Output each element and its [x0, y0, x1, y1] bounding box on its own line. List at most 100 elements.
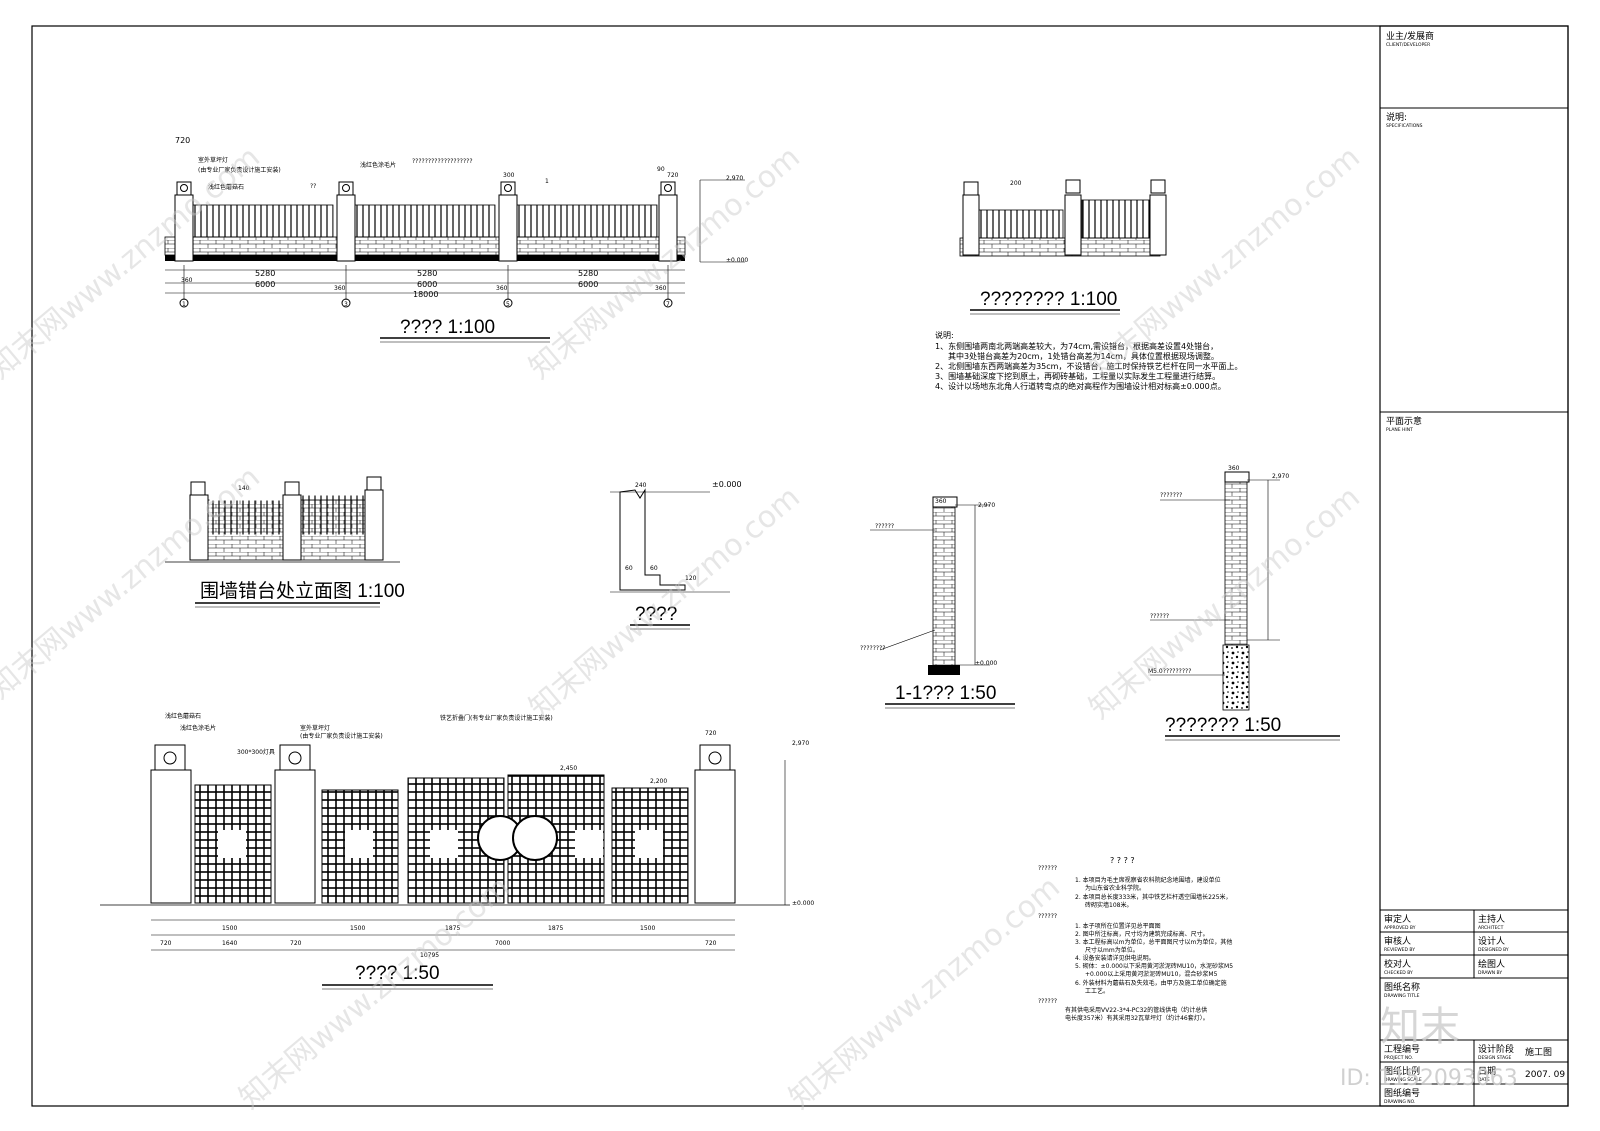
gn-section-1: ??????	[1038, 865, 1057, 872]
main-dim-6000-3: 6000	[578, 280, 598, 289]
main-note-stone: 浅红色蘑菇石	[208, 183, 244, 191]
tb-scale-en: DRAWING SCALE	[1384, 1077, 1422, 1083]
tb-reviewed-label: 审核人	[1384, 935, 1411, 947]
gn-9: 有其供电采用VV22-3*4-PC32的管线供电（约计总供	[1065, 1006, 1207, 1014]
sec2-note-c: M5.0?????????	[1148, 668, 1191, 675]
gate-note-lamp: 室外草坪灯	[300, 724, 330, 732]
sec1-2970: 2,970	[978, 502, 995, 509]
gate-dim-1500b: 1500	[350, 925, 365, 932]
main-dim-5280-1: 5280	[255, 269, 275, 278]
tb-specs-en: SPECIFICATIONS	[1386, 123, 1423, 129]
gate-elevation-title: ???? 1:50	[355, 963, 440, 984]
tb-checked-en: CHECKED BY	[1384, 970, 1413, 976]
gate-dim-7000: 7000	[495, 940, 510, 947]
main-dim-720b: 720	[667, 172, 679, 179]
step-dim-140a: 140	[238, 485, 250, 492]
tb-designed-en: DESIGNED BY	[1478, 947, 1509, 953]
watermark-7: 知末网www.znzmo.com	[233, 870, 517, 1116]
section-2-title: ??????? 1:50	[1165, 715, 1281, 736]
gate-dim-1500c: 1500	[640, 925, 655, 932]
section-2	[1150, 471, 1340, 741]
gn-5: 3. 本工程标高以m为单位，总平面图尺寸以m为单位，其他	[1075, 938, 1232, 946]
title-block-lines	[1380, 107, 1568, 1106]
tb-drawing-no-label: 图纸编号	[1384, 1087, 1420, 1099]
tb-scale-label: 图纸比例	[1384, 1065, 1420, 1077]
main-dim-360-2: 360	[334, 285, 346, 292]
main-note-lamp: 室外草坪灯	[198, 156, 228, 164]
gn-1b: 为山东省农业科学院。	[1085, 884, 1145, 892]
tb-title-en: DRAWING TITLE	[1384, 993, 1420, 999]
tb-specs-label: 说明:	[1386, 111, 1407, 123]
gn-3: 1. 本子项所在位置详见总平面图	[1075, 922, 1161, 930]
note-3: 3、围墙基础深度下挖到原土，再砌砖基础，工程量以实际发生工程量进行结算。	[935, 371, 1220, 381]
cap-detail-title: ????	[635, 604, 677, 625]
main-elevation	[164, 179, 745, 343]
tb-approved-en: APPROVED BY	[1384, 925, 1416, 931]
gate-note-paint: 浅红色涂毛片	[180, 724, 216, 732]
main-note-q: ???????????????????	[412, 158, 473, 165]
main-dim-5280-3: 5280	[578, 269, 598, 278]
tb-stage-en: DESIGN STAGE	[1478, 1055, 1512, 1061]
gate-dim-2450: 2,450	[560, 765, 577, 772]
main-dim-2970: 2,970	[726, 175, 743, 182]
tb-designed-label: 设计人	[1478, 935, 1505, 947]
gate-dim-720a: 720	[160, 940, 172, 947]
tb-checked-label: 校对人	[1384, 958, 1411, 970]
main-dim-18000: 18000	[413, 290, 438, 299]
section-1-1	[870, 496, 1015, 709]
notes-heading: 说明:	[935, 330, 954, 340]
tb-drawing-no-en: DRAWING NO.	[1384, 1099, 1415, 1105]
tb-architect-label: 主持人	[1478, 913, 1505, 925]
watermark-8: 知末网www.znzmo.com	[783, 870, 1067, 1116]
axis-5: 5	[506, 301, 510, 308]
gn-section-2: ??????	[1038, 913, 1057, 920]
tb-project-label: 工程编号	[1384, 1043, 1420, 1055]
main-pm0: ±0.000	[726, 257, 748, 264]
tb-client-en: CLIENT/DEVELOPER	[1386, 42, 1430, 48]
note-1b: 其中3处错台高差为20cm，1处错台高差为14cm，具体位置根据现场调整。	[948, 351, 1219, 361]
gate-dim-720b: 720	[290, 940, 302, 947]
main-dim-360-1: 360	[181, 277, 193, 284]
main-dim-6000-2: 6000	[417, 280, 437, 289]
gn-4: 2. 图中所注标高，尺寸均为建筑完成标高、尺寸。	[1075, 930, 1209, 938]
note-2: 2、北侧围墙东西两端高差为35cm，不设错台，施工时保持铁艺栏杆在同一水平面上。	[935, 361, 1242, 371]
main-elevation-title: ???? 1:100	[400, 317, 495, 338]
gate-dim-2970: 2,970	[792, 740, 809, 747]
tb-date-label: 日期	[1478, 1066, 1496, 1077]
cap-dim-60a: 60	[625, 565, 633, 572]
step-elevation-title: 围墙错台处立面图 1:100	[200, 580, 405, 602]
sec2-note-a: ???????	[1160, 492, 1182, 499]
gate-note-door: 铁艺折叠门(有专业厂家负责设计施工安装)	[440, 714, 553, 722]
main-dim-5280-2: 5280	[417, 269, 437, 278]
gate-dim-1875a: 1875	[445, 925, 460, 932]
main-dim-90: 90	[657, 166, 665, 173]
tb-plan-en: PLANE HINT	[1386, 427, 1413, 433]
note-4: 4、设计以场地东北角人行道转弯点的绝对高程作为围墙设计相对标高±0.000点。	[935, 381, 1226, 391]
gn-9b: 电长度357米）有其采用32瓦草坪灯（约计46套灯）。	[1065, 1014, 1209, 1022]
gn-7b: +0.000以上采用黄河淤泥砖MU10，混合砂浆M5	[1085, 970, 1218, 978]
tb-stage-value: 施工图	[1525, 1046, 1552, 1058]
cap-dim-120: 120	[685, 575, 697, 582]
tb-title-label: 图纸名称	[1384, 981, 1420, 993]
sec1-note-a: ??????	[875, 523, 894, 530]
gate-note-fixture: 300*300灯具	[237, 748, 275, 756]
cap-detail	[610, 488, 730, 630]
gn-2b: 砖砌实墙108米。	[1085, 901, 1132, 909]
gn-section-3: ??????	[1038, 998, 1057, 1005]
tb-drawn-label: 绘图人	[1478, 958, 1505, 970]
gate-elevation	[100, 744, 790, 990]
main-note-lamp-install: (由专业厂家负责设计施工安装)	[198, 166, 281, 174]
main-dim-300a: 300	[503, 172, 515, 179]
tb-project-en: PROJECT NO.	[1384, 1055, 1413, 1061]
gn-7: 5. 砌体：±0.000以下采用黄河淤泥砖MU10，水泥砂浆M5	[1075, 962, 1233, 970]
tb-approved-label: 审定人	[1384, 913, 1411, 925]
gn-1: 1. 本项目为毛主席视察省农科院纪念地围墙，建设单位	[1075, 876, 1221, 884]
gate-dim-1640: 1640	[222, 940, 237, 947]
small-dim-200: 200	[1010, 180, 1022, 187]
general-notes-heading: ? ? ? ?	[1110, 856, 1135, 865]
tb-stage-label: 设计阶段	[1478, 1043, 1514, 1055]
tb-architect-en: ARCHITECT	[1478, 925, 1504, 931]
tb-drawn-en: DRAWN BY	[1478, 970, 1502, 976]
sec1-note-b: ????????	[860, 645, 885, 652]
gate-dim-1500a: 1500	[222, 925, 237, 932]
